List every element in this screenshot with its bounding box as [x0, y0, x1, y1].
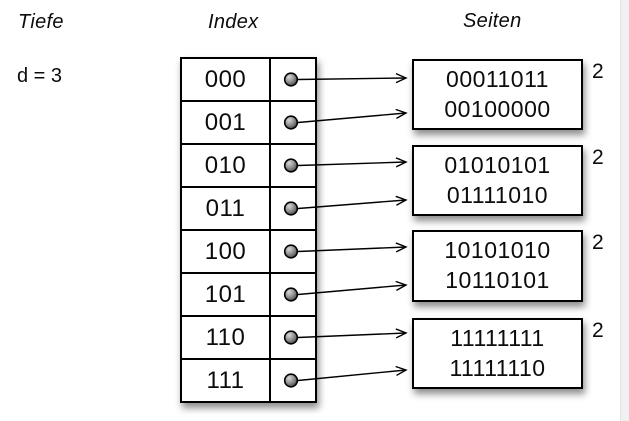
index-pointer-cell — [271, 188, 315, 229]
index-pointer-cell — [271, 59, 315, 100]
index-key: 001 — [182, 102, 271, 143]
page-entry: 01010101 — [444, 152, 551, 178]
page-box: 01010101 01111010 — [412, 145, 583, 216]
page-box: 10101010 10110101 — [412, 230, 583, 302]
page-box: 11111111 11111110 — [412, 318, 583, 389]
index-key: 100 — [182, 231, 271, 272]
index-key: 011 — [182, 188, 271, 229]
index-pointer-cell — [271, 231, 315, 272]
depth-value: d = 3 — [17, 65, 63, 87]
page-box: 00011011 00100000 — [412, 59, 583, 130]
page-entry: 10101010 — [444, 237, 551, 263]
index-pointer-cell — [271, 102, 315, 143]
index-row: 111 — [182, 360, 315, 401]
screen-edge-strip — [620, 0, 629, 421]
index-pointer-cell — [271, 274, 315, 315]
index-key: 110 — [182, 317, 271, 358]
index-key: 000 — [182, 59, 271, 100]
local-depth-label: 2 — [592, 231, 604, 254]
index-row: 110 — [182, 317, 315, 360]
page-entry: 00011011 — [446, 66, 549, 92]
local-depth-label: 2 — [592, 60, 604, 83]
index-row: 010 — [182, 145, 315, 188]
index-key: 101 — [182, 274, 271, 315]
index-key: 010 — [182, 145, 271, 186]
pages-header: Seiten — [463, 10, 522, 32]
page-entry: 00100000 — [444, 96, 551, 122]
local-depth-label: 2 — [592, 146, 604, 169]
index-row: 101 — [182, 274, 315, 317]
index-pointer-cell — [271, 145, 315, 186]
index-row: 001 — [182, 102, 315, 145]
index-pointer-cell — [271, 317, 315, 358]
index-row: 100 — [182, 231, 315, 274]
index-pointer-cell — [271, 360, 315, 401]
page-entry: 11111111 — [450, 325, 545, 351]
index-row: 011 — [182, 188, 315, 231]
index-row: 000 — [182, 59, 315, 102]
page-entry: 11111110 — [449, 355, 546, 381]
index-key: 111 — [182, 360, 271, 401]
page-entry: 01111010 — [446, 182, 549, 208]
index-header: Index — [208, 11, 259, 33]
depth-header: Tiefe — [18, 11, 64, 33]
page-entry: 10110101 — [445, 267, 550, 293]
local-depth-label: 2 — [592, 319, 604, 342]
index-table: 000 001 010 011 100 101 110 111 — [180, 57, 317, 403]
